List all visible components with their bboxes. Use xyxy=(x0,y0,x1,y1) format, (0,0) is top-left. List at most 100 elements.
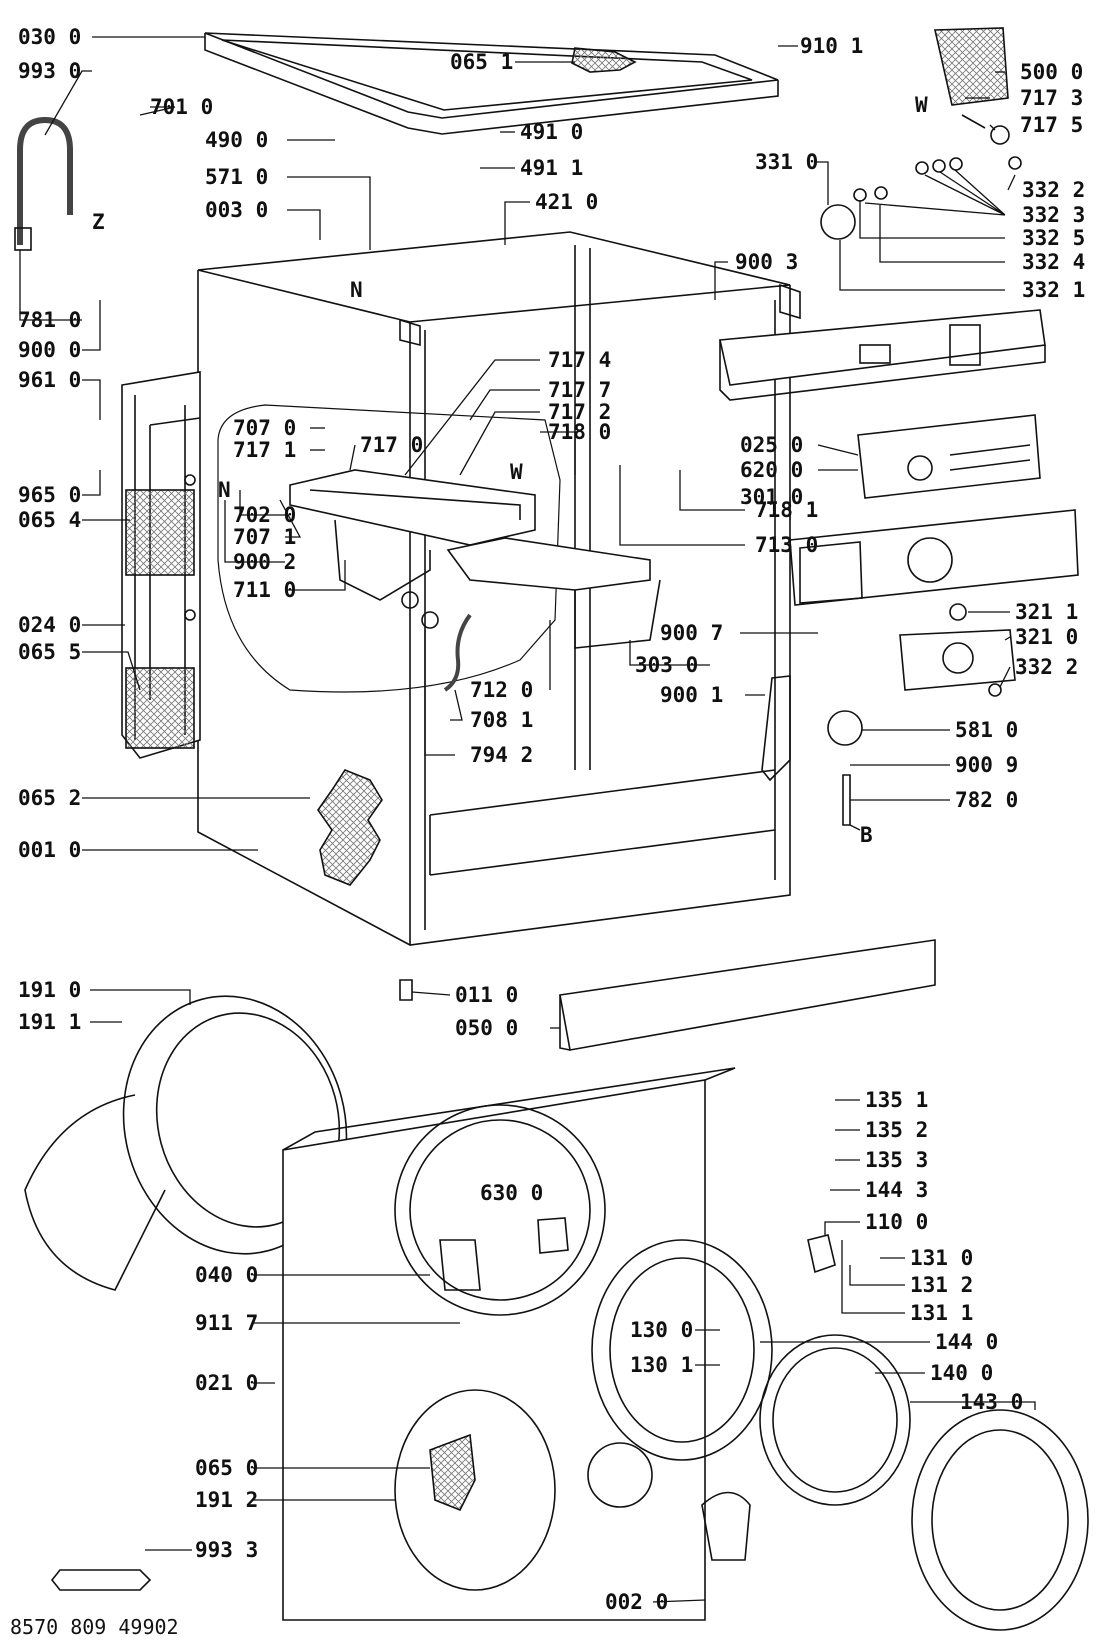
part-label-712-0: 712 0 xyxy=(470,678,534,702)
pcb-panel-025 xyxy=(719,309,1046,401)
part-label-191-2: 191 2 xyxy=(195,1488,259,1512)
part-label-702-0: 702 0 xyxy=(233,503,297,527)
part-label-500-0: 500 0 xyxy=(1020,60,1084,84)
part-label-900-3: 900 3 xyxy=(735,250,799,274)
part-label-065-0: 065 0 xyxy=(195,1456,259,1480)
part-label-900-2: 900 2 xyxy=(233,550,297,574)
part-label-910-1: 910 1 xyxy=(800,34,864,58)
part-label-332-5: 332 5 xyxy=(1022,226,1086,250)
inlet-hose xyxy=(17,116,73,245)
part-label-900-7: 900 7 xyxy=(660,621,724,645)
part-label-144-0: 144 0 xyxy=(935,1330,999,1354)
part-label-131-1: 131 1 xyxy=(910,1301,974,1325)
part-label-135-1: 135 1 xyxy=(865,1088,929,1112)
part-label-900-0: 900 0 xyxy=(18,338,82,362)
hose-connector xyxy=(14,227,32,251)
part-label-131-0: 131 0 xyxy=(910,1246,974,1270)
part-label-303-0: 303 0 xyxy=(635,653,699,677)
service-tool xyxy=(50,1569,152,1591)
part-label-040-0: 040 0 xyxy=(195,1263,259,1287)
leader-lines xyxy=(19,36,1036,1603)
part-label-717-2: 717 2 xyxy=(548,400,612,424)
part-label-794-2: 794 2 xyxy=(470,743,534,767)
part-label-717-5: 717 5 xyxy=(1020,113,1084,137)
door-glass xyxy=(759,1334,1089,1631)
program-knobs xyxy=(820,156,1022,240)
part-label-332-2-bottom: 332 2 xyxy=(1015,655,1079,679)
part-label-717-4: 717 4 xyxy=(548,348,612,372)
part-label-581-0: 581 0 xyxy=(955,718,1019,742)
back-panel xyxy=(121,371,201,759)
electronic-module-500 xyxy=(934,27,1010,145)
part-label-718-1: 718 1 xyxy=(755,498,819,522)
front-control-panel-301 xyxy=(789,509,1079,606)
detergent-dispenser xyxy=(217,404,661,693)
part-label-131-2: 131 2 xyxy=(910,1273,974,1297)
electronic-board-620 xyxy=(857,414,1041,499)
part-label-717-7: 717 7 xyxy=(548,378,612,402)
part-label-571-0: 571 0 xyxy=(205,165,269,189)
marker-n-top: N xyxy=(350,278,363,302)
part-label-630-0: 630 0 xyxy=(480,1181,544,1205)
drawing-code: 8570 809 49902 xyxy=(10,1615,179,1639)
part-label-002-0: 002 0 xyxy=(605,1590,669,1614)
part-label-620-0: 620 0 xyxy=(740,458,804,482)
part-label-191-0: 191 0 xyxy=(18,978,82,1002)
part-label-965-0: 965 0 xyxy=(18,483,82,507)
door-handle xyxy=(807,1234,836,1274)
part-label-708-1: 708 1 xyxy=(470,708,534,732)
part-label-781-0: 781 0 xyxy=(18,308,82,332)
top-lid xyxy=(204,32,779,135)
part-label-065-2: 065 2 xyxy=(18,786,82,810)
part-label-782-0: 782 0 xyxy=(955,788,1019,812)
part-label-025-0: 025 0 xyxy=(740,433,804,457)
part-label-701-0: 701 0 xyxy=(150,95,214,119)
marker-z: Z xyxy=(92,210,105,234)
part-label-707-0: 707 0 xyxy=(233,416,297,440)
filter-cap xyxy=(701,1491,751,1561)
part-label-024-0: 024 0 xyxy=(18,613,82,637)
part-label-191-1: 191 1 xyxy=(18,1010,82,1034)
door-lock xyxy=(761,675,791,782)
part-label-143-0: 143 0 xyxy=(960,1390,1024,1414)
door-gasket xyxy=(24,995,348,1291)
part-label-911-7: 911 7 xyxy=(195,1311,259,1335)
cabinet xyxy=(197,231,801,946)
part-label-135-3: 135 3 xyxy=(865,1148,929,1172)
part-label-491-0: 491 0 xyxy=(520,120,584,144)
knob-panel-321 xyxy=(899,603,1016,697)
part-label-321-1: 321 1 xyxy=(1015,600,1079,624)
part-label-130-1: 130 1 xyxy=(630,1353,694,1377)
part-label-065-5: 065 5 xyxy=(18,640,82,664)
insulation-patch-top xyxy=(571,47,637,73)
part-label-050-0: 050 0 xyxy=(455,1016,519,1040)
plinth xyxy=(399,939,936,1051)
part-label-003-0: 003 0 xyxy=(205,198,269,222)
part-label-011-0: 011 0 xyxy=(455,983,519,1007)
pressure-switch xyxy=(827,710,863,826)
part-label-900-1: 900 1 xyxy=(660,683,724,707)
part-label-900-9: 900 9 xyxy=(955,753,1019,777)
part-label-130-0: 130 0 xyxy=(630,1318,694,1342)
part-label-717-3: 717 3 xyxy=(1020,86,1084,110)
part-label-001-0: 001 0 xyxy=(18,838,82,862)
insulation-patch-side xyxy=(317,769,383,886)
part-label-135-2: 135 2 xyxy=(865,1118,929,1142)
part-label-065-1: 065 1 xyxy=(450,50,514,74)
part-label-993-0: 993 0 xyxy=(18,59,82,83)
part-label-993-3: 993 3 xyxy=(195,1538,259,1562)
marker-n-dispenser: N xyxy=(218,478,231,502)
part-label-421-0: 421 0 xyxy=(535,190,599,214)
part-label-301-0: 301 0 xyxy=(740,485,804,509)
part-label-711-0: 711 0 xyxy=(233,578,297,602)
part-label-144-3: 144 3 xyxy=(865,1178,929,1202)
part-label-490-0: 490 0 xyxy=(205,128,269,152)
part-label-717-1: 717 1 xyxy=(233,438,297,462)
marker-b: B xyxy=(860,823,873,847)
part-label-030-0: 030 0 xyxy=(18,25,82,49)
part-label-332-4: 332 4 xyxy=(1022,250,1086,274)
door-ring xyxy=(591,1239,773,1461)
marker-w-top: W xyxy=(915,93,928,117)
part-label-332-3: 332 3 xyxy=(1022,203,1086,227)
